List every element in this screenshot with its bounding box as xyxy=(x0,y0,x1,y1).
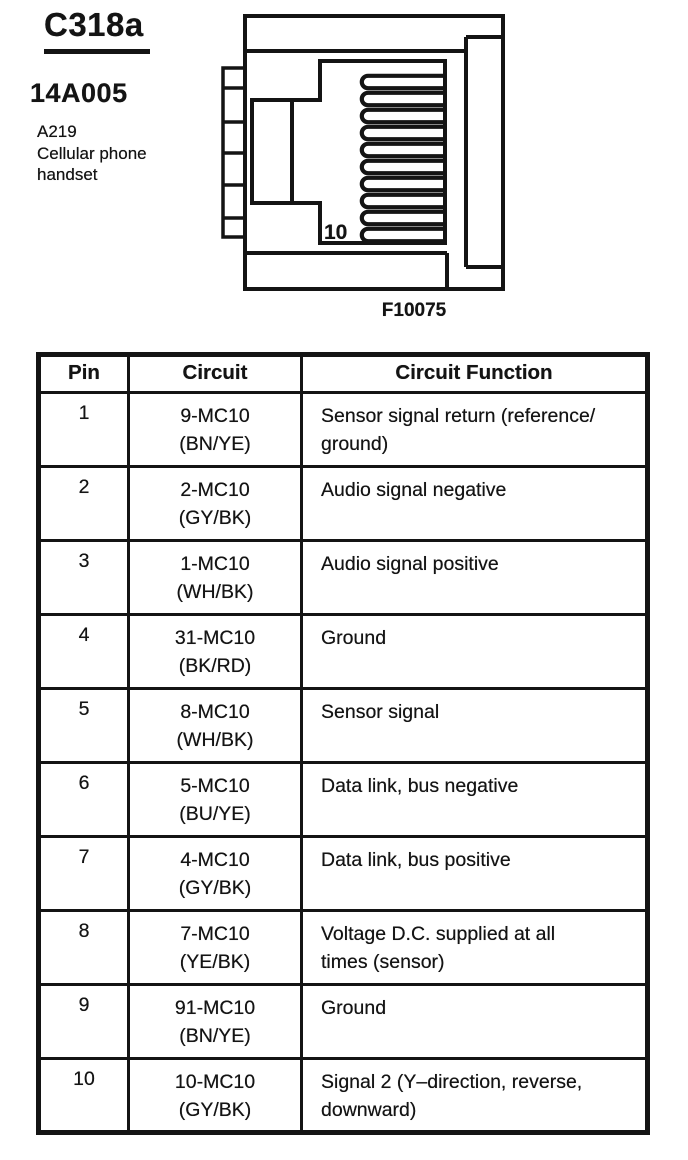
wire-colors: (GY/BK) xyxy=(178,507,252,529)
table-row: 8 7-MC10 (YE/BK) Voltage D.C. supplied a… xyxy=(37,909,649,986)
circuit-cell: 2-MC10 (GY/BK) xyxy=(127,465,303,542)
function-cell: Voltage D.C. supplied at all times (sens… xyxy=(300,909,649,986)
circuit-code: 2-MC10 xyxy=(180,479,250,501)
function-line-1: Sensor signal return (reference/ xyxy=(321,405,596,427)
table-row: 3 1-MC10 (WH/BK) Audio signal positive xyxy=(37,539,649,616)
circuit-code: 31-MC10 xyxy=(174,627,256,649)
function-cell: Audio signal positive xyxy=(300,539,649,616)
wire-colors: (WH/BK) xyxy=(176,581,254,603)
function-cell: Ground xyxy=(300,983,649,1060)
circuit-cell: 5-MC10 (BU/YE) xyxy=(127,761,303,838)
wire-colors: (BN/YE) xyxy=(179,1025,251,1047)
function-cell: Data link, bus negative xyxy=(300,761,649,838)
function-line-1: Voltage D.C. supplied at all xyxy=(321,923,556,945)
circuit-cell: 91-MC10 (BN/YE) xyxy=(127,983,303,1060)
table-header-row: Pin Circuit Circuit Function xyxy=(37,353,649,394)
function-line-1: Data link, bus negative xyxy=(321,775,519,797)
pin-cell: 10 xyxy=(37,1057,130,1134)
pin-cell: 1 xyxy=(37,391,130,468)
function-line-1: Data link, bus positive xyxy=(321,849,511,871)
pin-cell: 4 xyxy=(37,613,130,690)
pin-cell: 6 xyxy=(37,761,130,838)
pin-cell: 5 xyxy=(37,687,130,764)
table-row: 9 91-MC10 (BN/YE) Ground xyxy=(37,983,649,1060)
component-name-line-1: Cellular phone xyxy=(37,143,147,163)
wire-colors: (YE/BK) xyxy=(179,951,251,973)
pin-cell: 9 xyxy=(37,983,130,1060)
circuit-code: 9-MC10 xyxy=(180,405,250,427)
connector-diagram: 10 F10075 xyxy=(221,14,505,321)
function-line-2: downward) xyxy=(321,1099,417,1121)
function-line-1: Signal 2 (Y–direction, reverse, xyxy=(321,1071,583,1093)
table-row: 2 2-MC10 (GY/BK) Audio signal negative xyxy=(37,465,649,542)
part-number: 14A005 xyxy=(30,78,128,108)
function-cell: Sensor signal return (reference/ ground) xyxy=(300,391,649,468)
pin-10-label: 10 xyxy=(324,221,347,244)
connector-body xyxy=(243,14,505,291)
component-name-line-2: handset xyxy=(37,165,98,184)
circuit-code: 4-MC10 xyxy=(180,849,250,871)
contact-slots xyxy=(359,73,445,244)
wire-colors: (BK/RD) xyxy=(178,655,252,677)
header-circuit: Circuit xyxy=(127,353,303,394)
pin-cell: 2 xyxy=(37,465,130,542)
function-line-2: times (sensor) xyxy=(321,951,445,973)
circuit-code: 10-MC10 xyxy=(174,1071,256,1093)
component-description: A219 Cellular phone handset xyxy=(37,121,147,186)
circuit-code: 91-MC10 xyxy=(174,997,256,1019)
pin-cell: 3 xyxy=(37,539,130,616)
function-cell: Audio signal negative xyxy=(300,465,649,542)
function-line-1: Sensor signal xyxy=(321,701,440,723)
circuit-cell: 1-MC10 (WH/BK) xyxy=(127,539,303,616)
wire-colors: (GY/BK) xyxy=(178,1099,252,1121)
function-line-1: Ground xyxy=(321,627,387,649)
table-row: 4 31-MC10 (BK/RD) Ground xyxy=(37,613,649,690)
circuit-code: 5-MC10 xyxy=(180,775,250,797)
table-row: 10 10-MC10 (GY/BK) Signal 2 (Y–direction… xyxy=(37,1057,649,1134)
table-row: 7 4-MC10 (GY/BK) Data link, bus positive xyxy=(37,835,649,912)
wire-colors: (WH/BK) xyxy=(176,729,254,751)
circuit-cell: 31-MC10 (BK/RD) xyxy=(127,613,303,690)
pin-cell: 8 xyxy=(37,909,130,986)
latch-tabs xyxy=(221,66,247,239)
table-row: 6 5-MC10 (BU/YE) Data link, bus negative xyxy=(37,761,649,838)
wire-colors: (GY/BK) xyxy=(178,877,252,899)
pinout-table: Pin Circuit Circuit Function 1 9-MC10 (B… xyxy=(36,352,650,1135)
figure-caption: F10075 xyxy=(382,300,447,321)
function-line-1: Audio signal negative xyxy=(321,479,507,501)
wire-colors: (BU/YE) xyxy=(179,803,251,825)
wire-colors: (BN/YE) xyxy=(179,433,251,455)
function-cell: Signal 2 (Y–direction, reverse, downward… xyxy=(300,1057,649,1134)
circuit-cell: 4-MC10 (GY/BK) xyxy=(127,835,303,912)
function-cell: Ground xyxy=(300,613,649,690)
circuit-cell: 9-MC10 (BN/YE) xyxy=(127,391,303,468)
header-circuit-function: Circuit Function xyxy=(300,353,649,394)
circuit-cell: 8-MC10 (WH/BK) xyxy=(127,687,303,764)
circuit-cell: 10-MC10 (GY/BK) xyxy=(127,1057,303,1134)
circuit-code: 8-MC10 xyxy=(180,701,250,723)
table-row: 1 9-MC10 (BN/YE) Sensor signal return (r… xyxy=(37,391,649,468)
function-line-2: ground) xyxy=(321,433,389,455)
circuit-code: 7-MC10 xyxy=(180,923,250,945)
function-line-1: Audio signal positive xyxy=(321,553,499,575)
table-row: 5 8-MC10 (WH/BK) Sensor signal xyxy=(37,687,649,764)
function-cell: Data link, bus positive xyxy=(300,835,649,912)
function-line-1: Ground xyxy=(321,997,387,1019)
pin-cell: 7 xyxy=(37,835,130,912)
component-code: A219 xyxy=(37,122,77,141)
circuit-code: 1-MC10 xyxy=(180,553,250,575)
connector-id: C318a xyxy=(44,6,150,54)
function-cell: Sensor signal xyxy=(300,687,649,764)
circuit-cell: 7-MC10 (YE/BK) xyxy=(127,909,303,986)
header-pin: Pin xyxy=(37,353,130,394)
